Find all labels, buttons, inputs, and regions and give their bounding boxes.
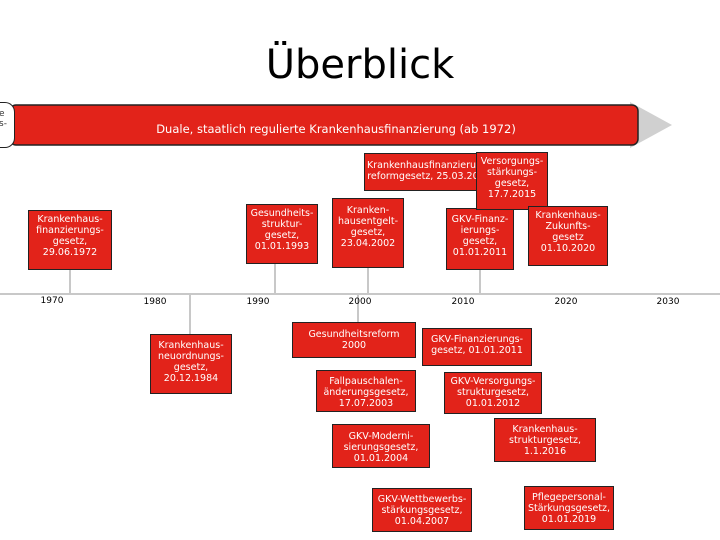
- period-band-label: Duale, staatlich regulierte Krankenhausf…: [156, 122, 516, 136]
- year-label: 1990: [246, 297, 270, 307]
- year-label: 2020: [554, 297, 578, 307]
- year-label: 1970: [40, 296, 64, 306]
- law-box: Krankenhaus- neuordnungs- gesetz, 20.12.…: [150, 334, 232, 394]
- law-box: Krankenhaus- strukturgesetz, 1.1.2016: [494, 418, 596, 462]
- law-box: Pflegepersonal- Stärkungsgesetz, 01.01.2…: [524, 486, 614, 530]
- law-box: Fallpauschalen- änderungsgesetz, 17.07.2…: [316, 370, 416, 412]
- law-box: GKV-Versorgungs- strukturgesetz, 01.01.2…: [444, 372, 542, 414]
- year-label: 2030: [656, 297, 680, 307]
- law-box: Krankenhaus- Zukunfts- gesetz 01.10.2020: [528, 206, 608, 266]
- law-box: GKV-Finanzierungs- gesetz, 01.01.2011: [422, 328, 532, 366]
- law-box: Versorgungs- stärkungs- gesetz, 17.7.201…: [476, 152, 548, 210]
- law-box: Gesundheits- struktur- gesetz, 01.01.199…: [246, 204, 318, 264]
- law-box: Krankenhausfinanzierungs- reformgesetz, …: [364, 153, 497, 191]
- cut-off-box-left: e s-: [0, 102, 15, 148]
- page-title: Überblick: [265, 42, 455, 88]
- year-label: 2010: [451, 297, 475, 307]
- timeline-axis: [0, 293, 720, 295]
- law-box: GKV-Wettbewerbs- stärkungsgesetz, 01.04.…: [372, 488, 472, 532]
- law-box: GKV-Moderni- sierungsgesetz, 01.01.2004: [332, 424, 430, 468]
- law-box: Gesundheitsreform 2000: [292, 322, 416, 358]
- law-box: Krankenhaus- finanzierungs- gesetz, 29.0…: [28, 210, 112, 270]
- year-label: 1980: [143, 297, 167, 307]
- law-box: GKV-Finanz- ierungs- gesetz, 01.01.2011: [446, 208, 514, 270]
- year-label: 2000: [348, 297, 372, 307]
- law-box: Kranken- hausentgelt- gesetz, 23.04.2002: [332, 198, 404, 268]
- arrow-tip-icon: [630, 102, 672, 148]
- period-band-arrow: [9, 102, 672, 148]
